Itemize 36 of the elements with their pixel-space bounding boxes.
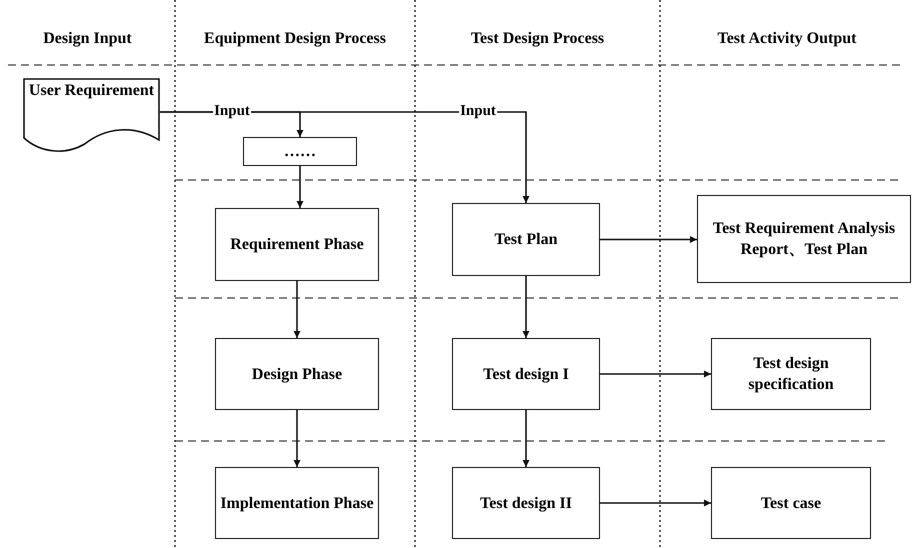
- process-box: [711, 467, 871, 539]
- process-box: [697, 195, 911, 283]
- process-box: [452, 338, 600, 410]
- lane-header: Test Activity Output: [716, 29, 858, 49]
- node-text: Test design specification: [747, 354, 835, 395]
- process-box: [711, 338, 871, 410]
- arrow: [600, 236, 697, 243]
- arrow: [600, 500, 711, 506]
- lane-header: Equipment Design Process: [203, 29, 387, 49]
- lane-header: Design Input: [42, 29, 133, 49]
- arrow: [522, 410, 530, 467]
- node-text: Design Phase: [252, 364, 342, 384]
- node-text: Test design I: [483, 364, 569, 384]
- process-box: [243, 137, 357, 166]
- process-box: [452, 467, 600, 539]
- node-text: Requirement Phase: [230, 235, 364, 255]
- edge-label: Input: [213, 102, 251, 120]
- node-text: Implementation Phase: [220, 494, 374, 514]
- arrow: [522, 276, 530, 338]
- process-box: [452, 203, 600, 276]
- arrow: [296, 166, 304, 208]
- document-shape: [23, 78, 160, 154]
- arrow: [294, 410, 300, 467]
- arrow: [600, 370, 711, 378]
- node-text: Test design II: [480, 494, 572, 514]
- process-box: [215, 467, 379, 539]
- edge-label: Input: [459, 102, 497, 120]
- node-text: Test Requirement Analysis Report、Test Plan: [712, 219, 896, 260]
- node-text: ……: [284, 142, 316, 162]
- node-text: User Requirement: [28, 81, 154, 101]
- process-box: [215, 338, 379, 410]
- process-box: [215, 208, 379, 281]
- arrow: [294, 281, 300, 338]
- lane-header: Test Design Process: [470, 29, 606, 49]
- node-text: Test case: [760, 494, 822, 514]
- node-text: Test Plan: [494, 230, 558, 250]
